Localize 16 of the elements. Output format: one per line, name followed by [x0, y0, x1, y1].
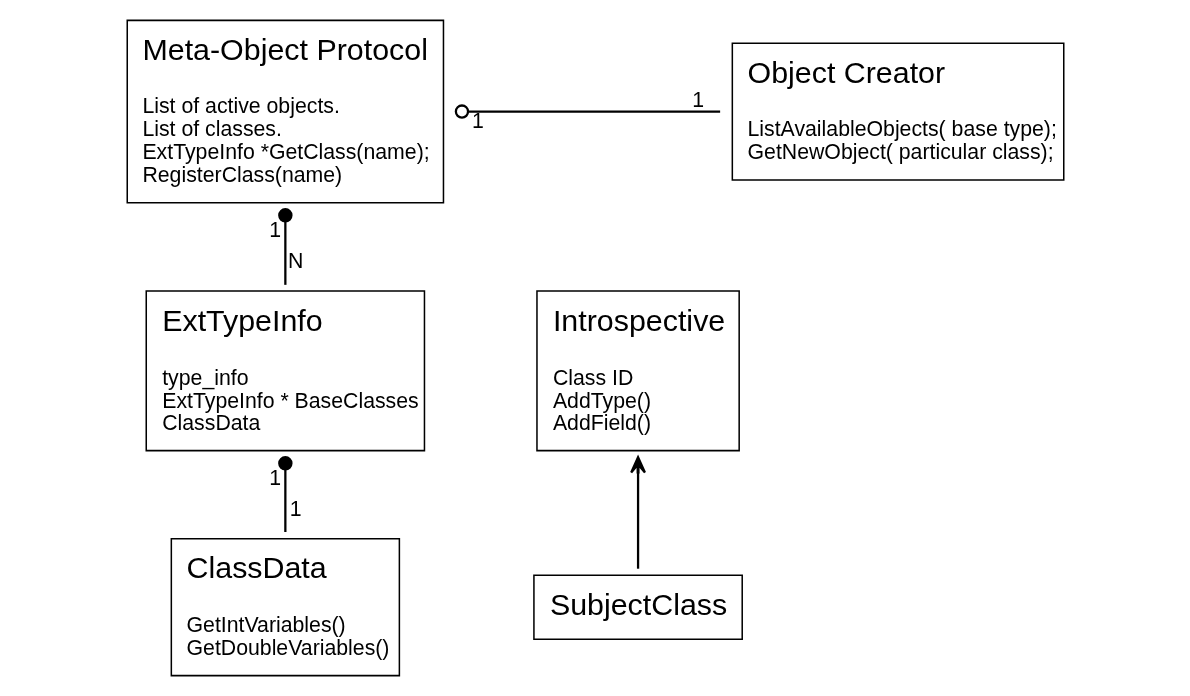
node-box: ClassData GetIntVariables() GetDoubleVariables()	[170, 538, 400, 677]
node-box: ExtTypeInfo type_info ExtTypeInfo * BaseClasses ClassData	[145, 290, 425, 452]
node-box: Object Creator ListAvailableObjects( base type); GetNewObject( particular class);	[731, 42, 1064, 181]
label: 1	[289, 496, 302, 521]
node-box: SubjectClass	[532, 574, 743, 640]
label: 1	[471, 108, 484, 133]
connector	[277, 456, 293, 532]
label: N	[287, 249, 303, 274]
arrow	[629, 456, 646, 569]
node-box: Introspective Class ID AddType() AddField()	[535, 290, 740, 452]
label: 1	[268, 217, 281, 242]
connector	[277, 208, 293, 285]
connector	[454, 104, 720, 119]
label: 1	[691, 87, 704, 112]
label: 1	[268, 465, 281, 490]
node-box: Meta-Object Protocol List of active objects. List of classes. ExtTypeInfo *GetClass(name); RegisterClass(name)	[125, 19, 444, 204]
